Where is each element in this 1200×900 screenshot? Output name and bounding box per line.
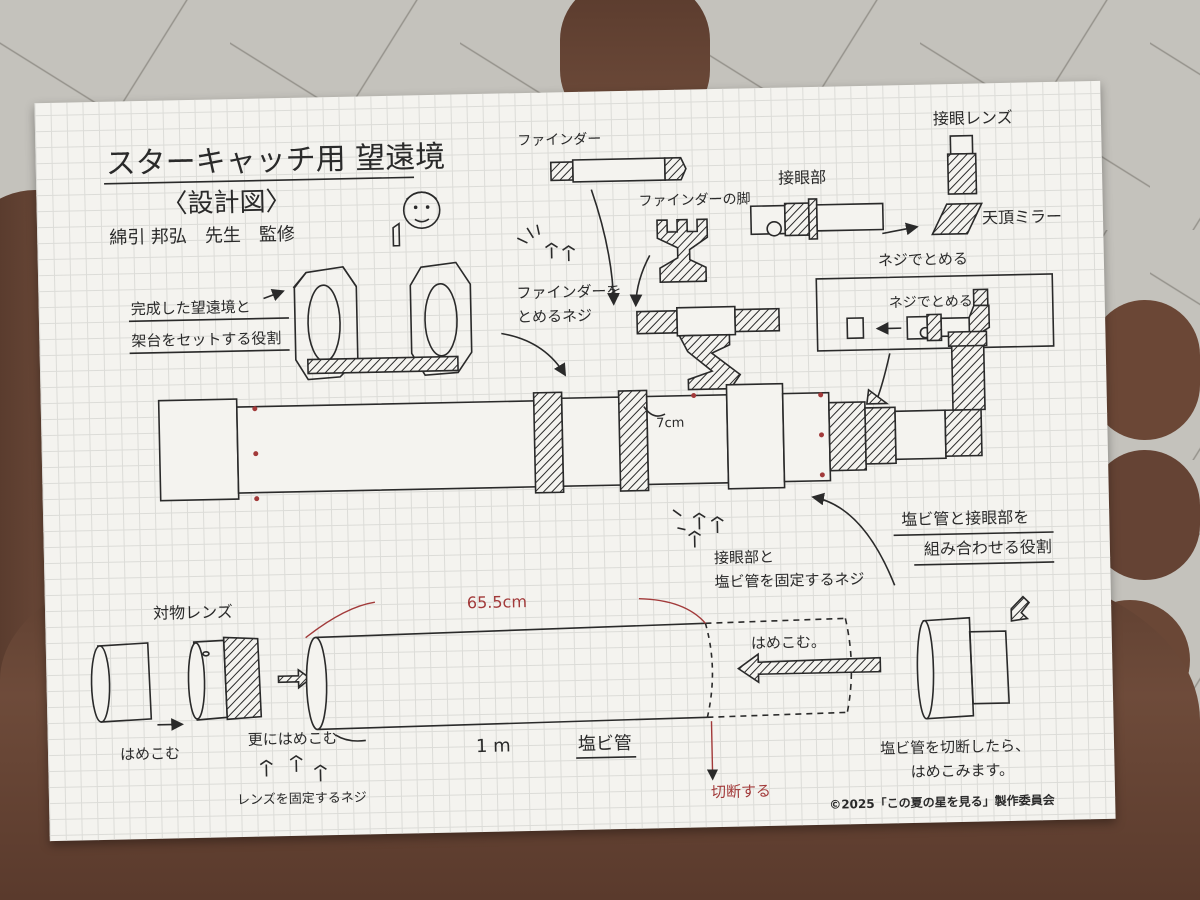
eyepiece-lens-label: 接眼レンズ [933,108,1013,129]
pvc-role-underline1 [893,531,1054,537]
insert-label-2: はめこむ。 [751,633,826,653]
eyepiece-lens-drawing [946,134,978,195]
screw-icons-eyepiece [672,509,724,548]
assembly-inset-box [815,273,1055,352]
finder-leg-arrow [629,255,651,308]
inset-arrow [875,322,902,335]
insert-label-1: はめこむ [120,744,180,763]
insert-big-arrow [736,652,882,684]
finder-arrow [590,189,620,306]
screw-fasten-label-1: ネジでとめる [878,250,968,270]
cut-pointer [706,721,719,781]
pvc-role-arrow [811,492,896,586]
lens-screw-label: レンズを固定するネジ [237,789,367,808]
pvc-role-underline2 [914,561,1055,566]
seven-cm-label: 7cm [656,416,684,432]
finder-drawing [549,156,687,183]
mount-role-underline1 [128,317,289,323]
zenith-mirror-label: 天頂ミラー [982,207,1062,228]
objective-lens-label: 対物レンズ [153,602,233,623]
pvc-eyepiece-role-line1: 塩ビ管と接眼部を [901,508,1029,530]
pvc-pipe-underline [576,755,637,759]
objective-lens-drawing [90,636,263,723]
seven-cm-pointer [643,406,666,417]
objective-insert-arrow [157,718,185,731]
mount-role-underline2 [129,349,290,355]
eyepiece-part-drawing [749,198,885,240]
zenith-mirror-drawing [931,202,983,236]
after-cut-line1: 塩ビ管を切断したら、 [880,737,1030,758]
finder-leg-label: ファインダーの脚 [638,191,750,209]
title-underline [104,176,415,185]
blueprint-drawing: スターキャッチ用 望遠境 〈設計図〉 綿引 邦弘 先生 監修 完成した望遠境と … [90,108,1062,812]
main-telescope-tube-drawing [157,330,988,502]
inset-pointer-line [876,353,891,400]
cut-label: 切断する [711,782,771,801]
screw-fasten-label-2: ネジでとめる [889,294,973,312]
mirror-arrow [882,222,919,236]
eyepiece-pvc-screw-line2: 塩ビ管を固定するネジ [714,570,864,591]
copyright-text: ©2025「この夏の星を見る」製作委員会 [829,792,1056,812]
finder-assembled-drawing [636,305,781,391]
screw-icons-finder [516,224,576,262]
finder-label: ファインダー [517,131,601,149]
mount-rings-drawing [292,261,473,381]
inset-pointer-arrowhead [865,388,890,405]
hand-finger-right-1 [1090,300,1200,440]
finder-screw-line2: とめるネジ [517,307,592,327]
subtitle-text: 〈設計図〉 [161,187,292,220]
screw-to-tube-arrow [501,332,567,377]
supervisor-doodle-icon [392,191,441,247]
length-65-label: 65.5cm [467,592,527,612]
coupler-drawing [916,616,1011,720]
insert-more-label: 更にはめこむ [248,729,338,749]
finder-leg-drawing [656,218,709,283]
objective-insert-arrow-2 [277,668,312,690]
mount-arrow [263,288,285,301]
one-meter-label: 1 m [476,735,511,757]
coupler-pointer-arrow [1010,595,1031,622]
title-text: スターキャッチ用 望遠境 [105,140,445,182]
eyepiece-pvc-screw-line1: 接眼部と [714,548,774,567]
mount-role-line2: 架台をセットする役割 [131,329,281,350]
telescope-blueprint-card: スターキャッチ用 望遠境 〈設計図〉 綿引 邦弘 先生 監修 完成した望遠境と … [34,80,1116,842]
mount-role-line1: 完成した望遠境と [131,298,251,319]
pvc-eyepiece-role-line2: 組み合わせる役割 [924,537,1052,559]
finder-screw-line1: ファインダーを [516,282,621,302]
supervisor-text: 綿引 邦弘 先生 監修 [109,224,295,249]
screw-icons-lens [259,754,327,782]
pvc-pipe-label: 塩ビ管 [578,733,632,755]
after-cut-line2: はめこみます。 [910,761,1014,781]
eyepiece-part-label: 接眼部 [778,168,826,188]
insert-more-pointer [335,734,366,742]
